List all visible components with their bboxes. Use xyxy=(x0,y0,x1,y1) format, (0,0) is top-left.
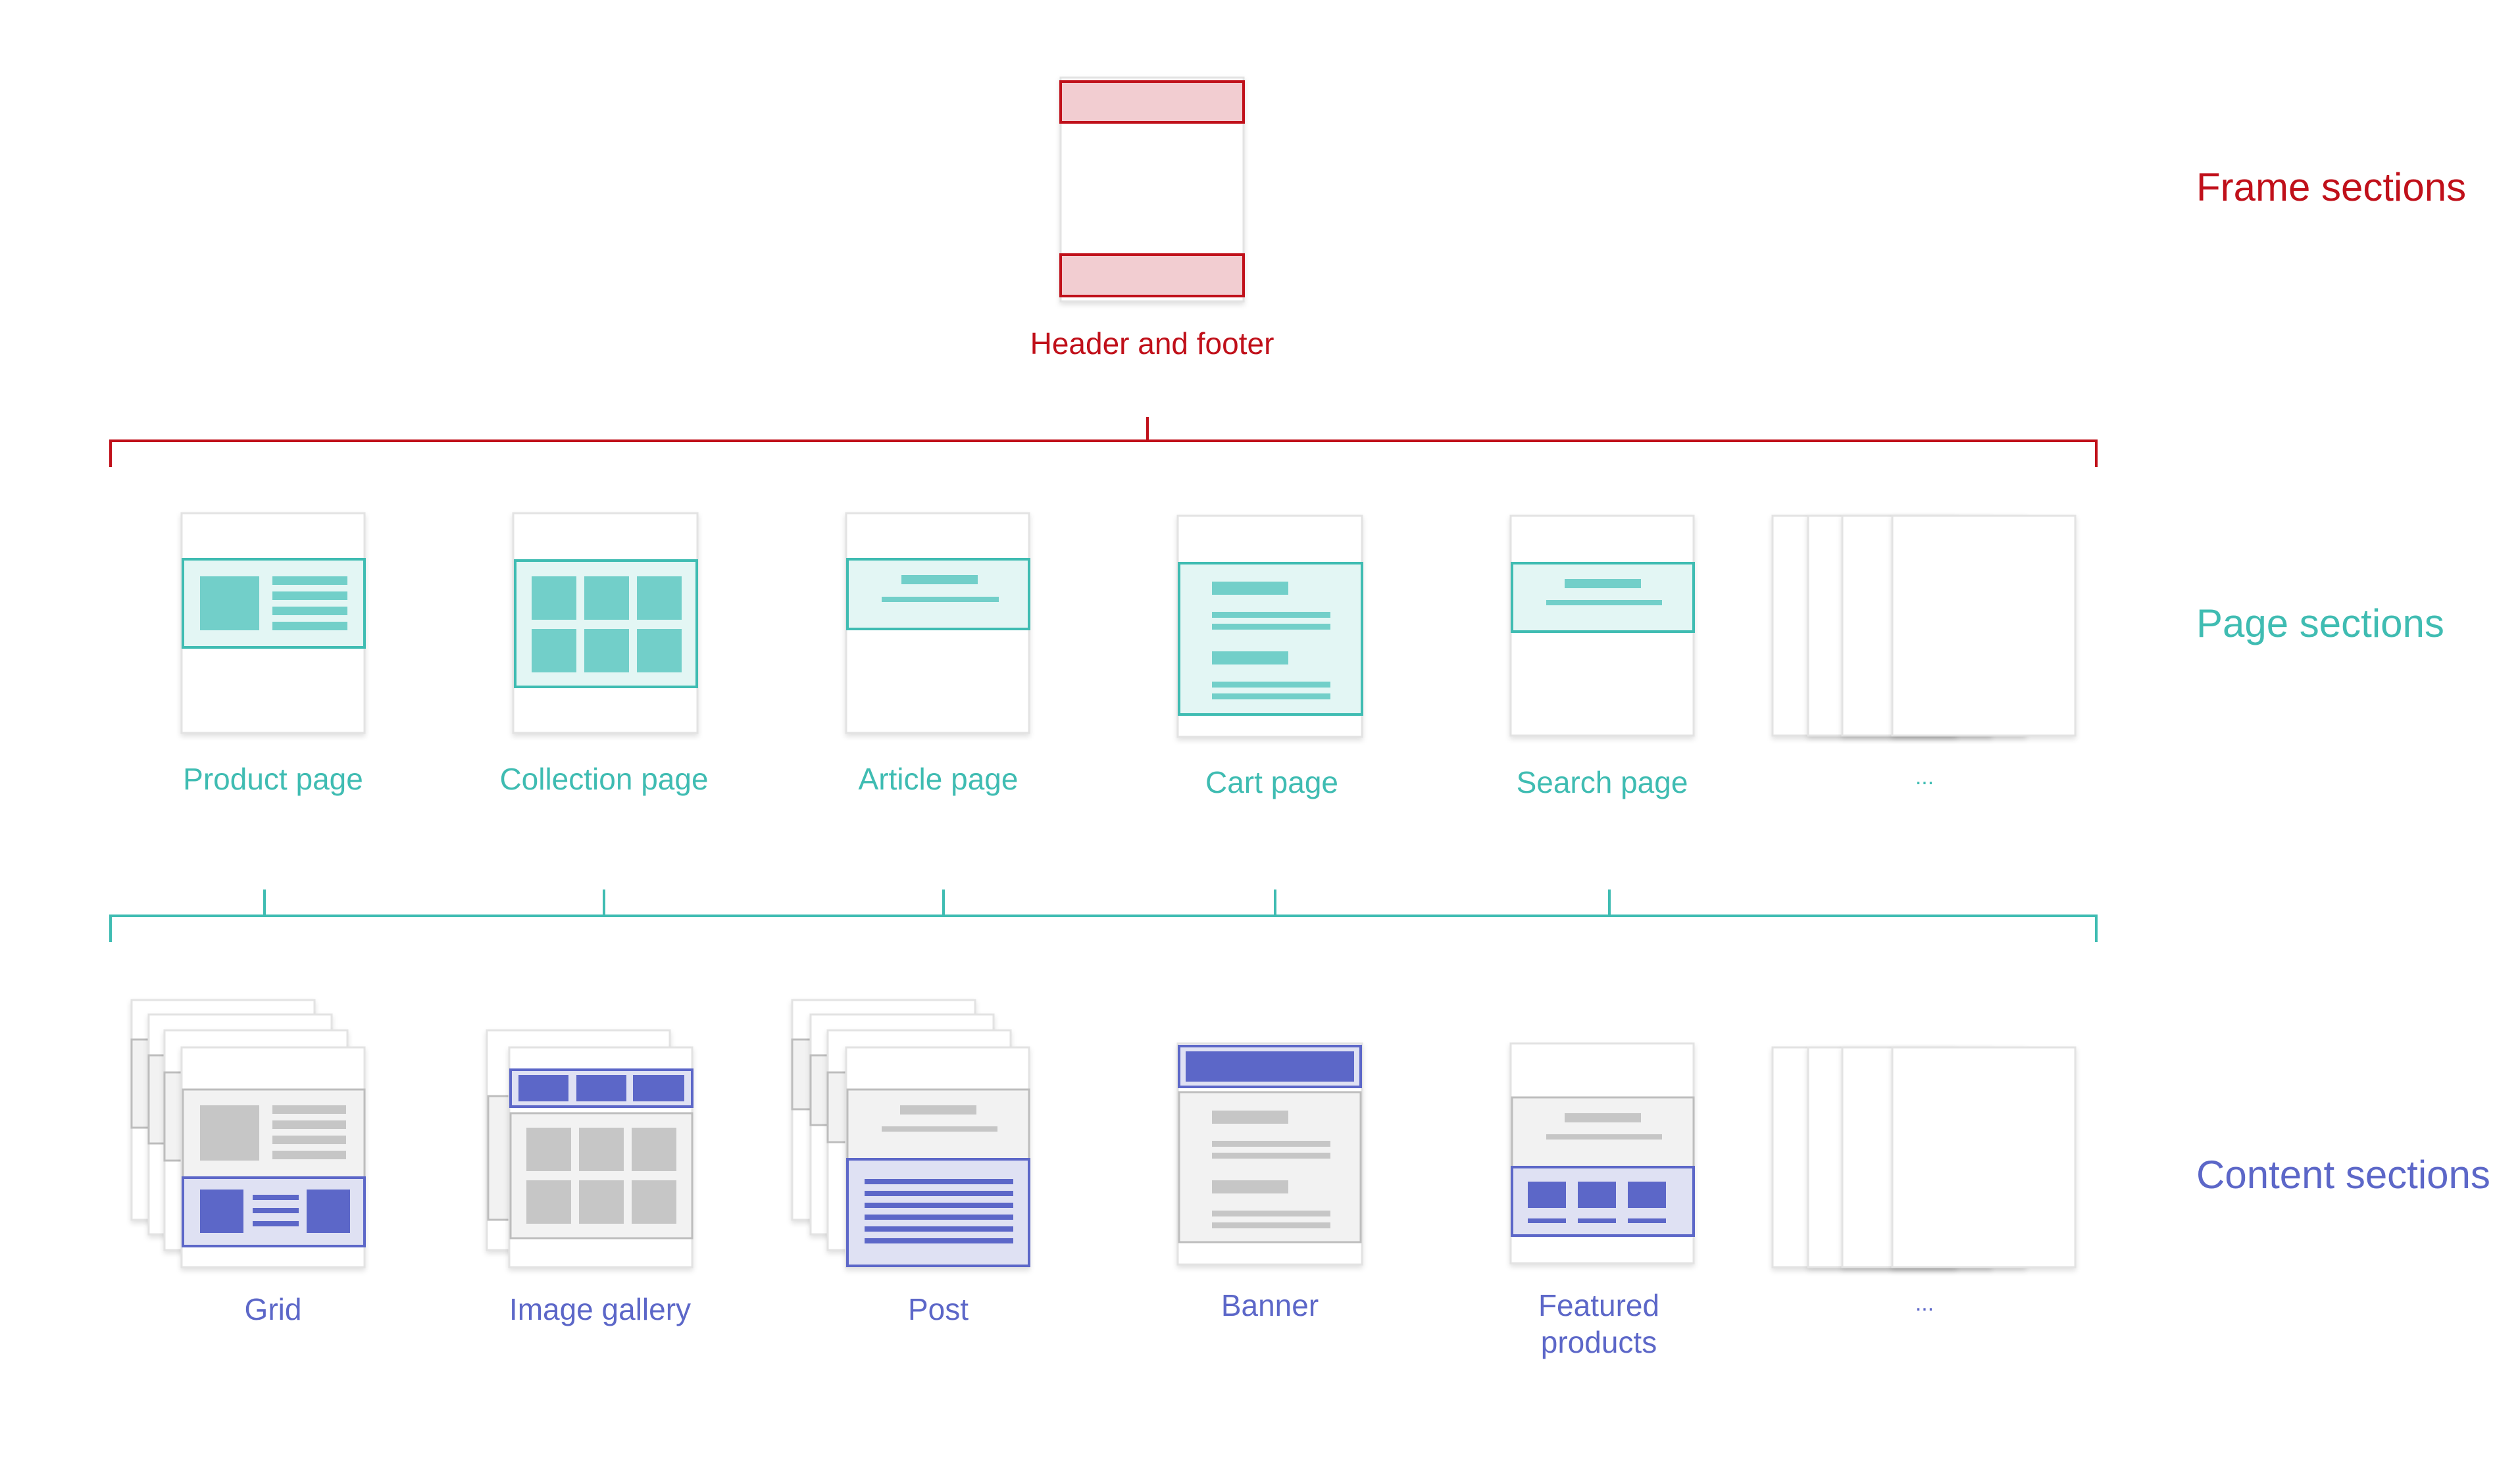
grid-thumbnail xyxy=(130,999,366,1268)
header-footer-thumbnail xyxy=(1059,76,1245,303)
image-gallery-thumbnail xyxy=(486,1029,693,1268)
content-item-label: ... xyxy=(1915,1291,1934,1316)
page-item-label: Product page xyxy=(183,762,363,796)
post-thumbnail xyxy=(791,999,1030,1268)
page-item-label: Search page xyxy=(1517,765,1688,799)
page-bracket xyxy=(109,890,2098,942)
banner-thumbnail xyxy=(1176,1042,1363,1266)
page-item-label: ... xyxy=(1915,765,1934,790)
content-item-label: Featured xyxy=(1538,1288,1659,1322)
content-item-label: Post xyxy=(908,1292,969,1326)
page-item-label: Collection page xyxy=(499,762,708,796)
more-pages-stack xyxy=(1771,514,2077,737)
article-page-thumbnail xyxy=(845,512,1030,734)
header-block xyxy=(1059,80,1245,124)
footer-block xyxy=(1059,253,1245,297)
content-item-label: Banner xyxy=(1221,1288,1319,1322)
featured-products-thumbnail xyxy=(1509,1042,1695,1265)
page-sections-label: Page sections xyxy=(2196,601,2444,645)
content-sections-label: Content sections xyxy=(2196,1153,2490,1197)
header-footer-label: Header and footer xyxy=(1030,326,1274,361)
more-content-stack xyxy=(1771,1046,2077,1268)
page-item-label: Cart page xyxy=(1205,765,1338,799)
content-item-label: Image gallery xyxy=(509,1292,691,1326)
product-page-thumbnail xyxy=(180,512,366,734)
content-item-label: Grid xyxy=(245,1292,302,1326)
frame-bracket xyxy=(109,417,2098,467)
page-item-label: Article page xyxy=(859,762,1019,796)
collection-page-thumbnail xyxy=(512,512,699,734)
frame-sections-label: Frame sections xyxy=(2196,165,2466,209)
cart-page-thumbnail xyxy=(1176,514,1363,738)
content-item-label: products xyxy=(1541,1325,1657,1359)
search-page-thumbnail xyxy=(1509,514,1695,737)
